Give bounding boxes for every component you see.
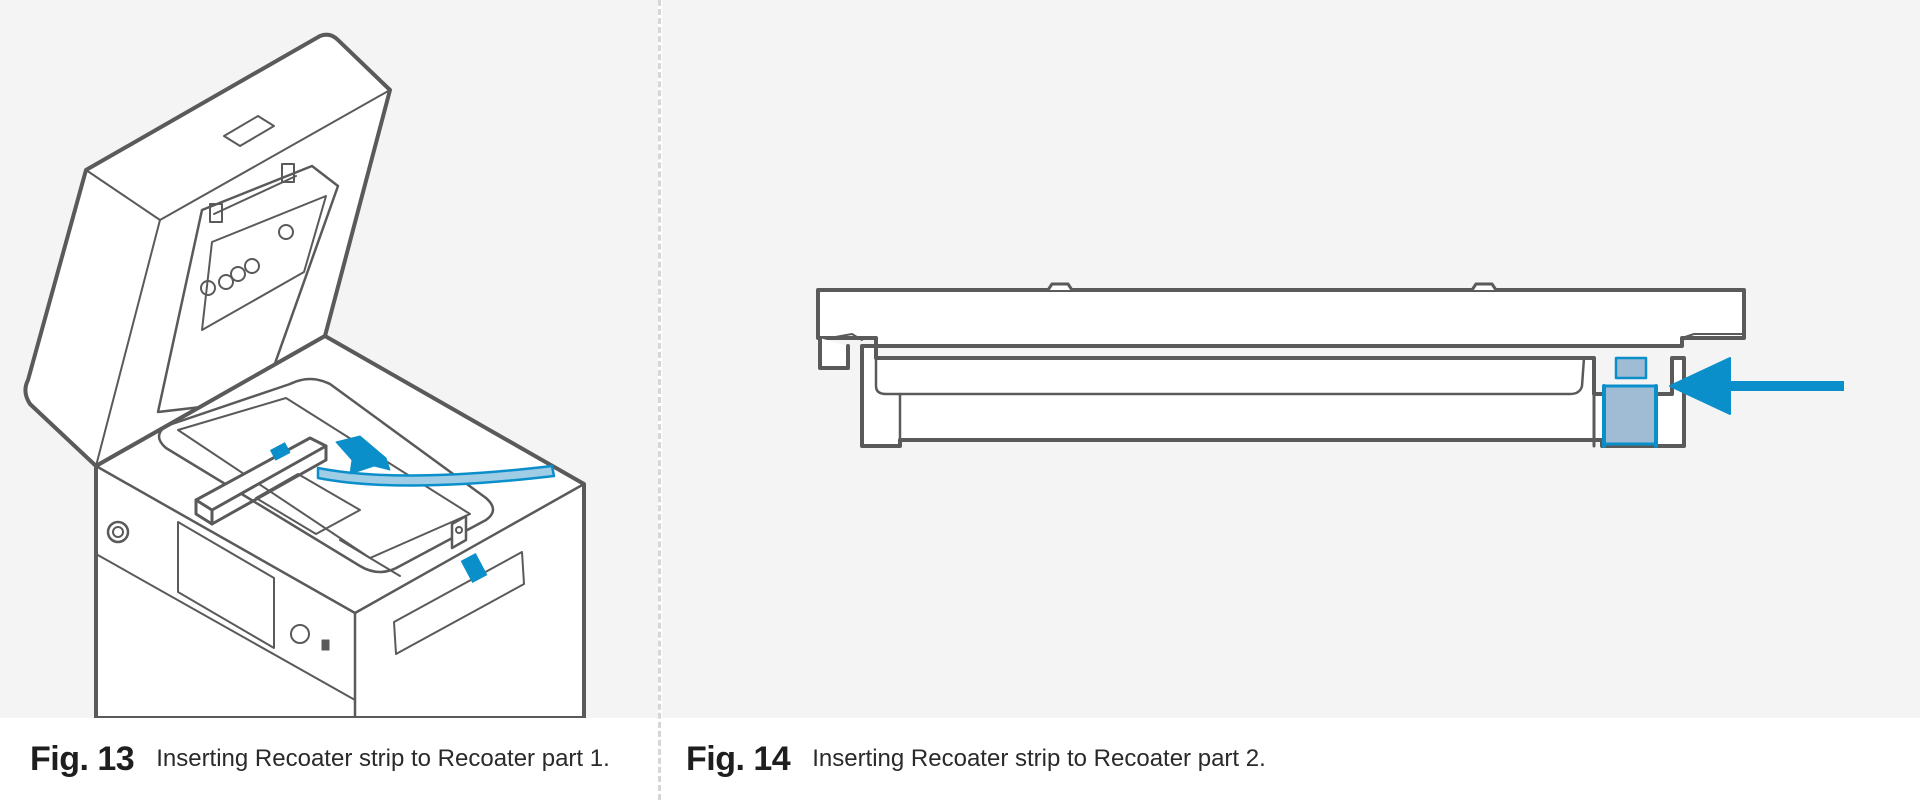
panel-divider [658, 0, 661, 800]
figure-number: Fig. 13 [30, 739, 135, 778]
figure-13-caption: Fig. 13 Inserting Recoater strip to Reco… [0, 718, 658, 800]
figure-13-panel: Fig. 13 Inserting Recoater strip to Reco… [0, 0, 658, 800]
recoater-side-drawing [816, 282, 1844, 448]
figure-14-panel: Fig. 14 Inserting Recoater strip to Reco… [662, 0, 1920, 800]
power-button-icon [106, 520, 130, 544]
figure-caption-text: Inserting Recoater strip to Recoater par… [156, 745, 610, 772]
recoater-strip-section [1602, 384, 1658, 446]
printer-isometric-drawing [23, 32, 586, 718]
insert-arrow-icon [1669, 357, 1844, 415]
recoater-slot [1614, 356, 1648, 380]
figure-caption-text: Inserting Recoater strip to Recoater par… [812, 745, 1266, 772]
lid-clip-icon [200, 163, 295, 296]
figure-14-caption: Fig. 14 Inserting Recoater strip to Reco… [662, 718, 1920, 800]
front-knob-icon [290, 624, 310, 644]
recoater-lower-body [860, 344, 1686, 448]
recoater-marker [270, 442, 291, 461]
recoater-strip [316, 464, 556, 487]
figure-number: Fig. 14 [686, 739, 791, 778]
insert-arrow-icon [335, 435, 391, 475]
build-chamber [157, 377, 495, 574]
recoater-top-plate [816, 288, 1746, 348]
side-marker [460, 553, 488, 583]
front-display [177, 521, 275, 649]
figure-13-illustration [0, 0, 658, 718]
figure-14-illustration [662, 0, 1920, 718]
